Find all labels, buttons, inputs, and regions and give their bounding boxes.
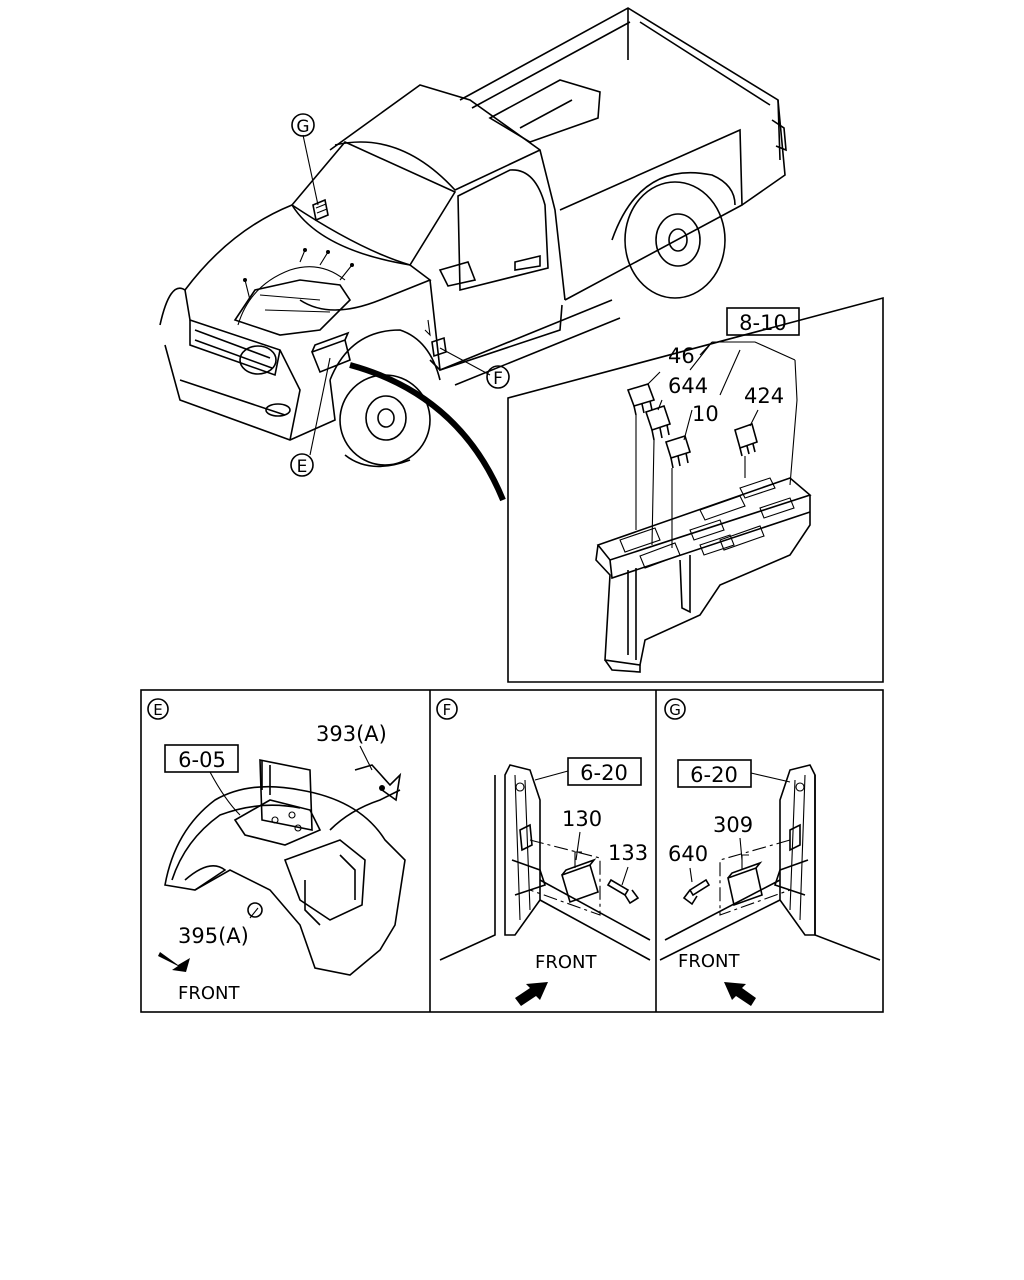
detail-g: G 6-20 309 640 FRONT bbox=[659, 698, 881, 1006]
detail-e-front-label: FRONT bbox=[178, 983, 240, 1004]
callout-g[interactable]: G bbox=[291, 113, 315, 137]
detail-e: E 6-05 393(A) 395(A) FRONT bbox=[147, 698, 406, 1004]
part-133-bolt[interactable] bbox=[606, 878, 640, 905]
detail-f-front-arrow bbox=[515, 982, 548, 1006]
part-309-label[interactable]: 309 bbox=[713, 813, 753, 837]
relay-box[interactable] bbox=[595, 477, 812, 673]
relay-424[interactable] bbox=[734, 422, 758, 457]
part-10-label[interactable]: 10 bbox=[692, 402, 719, 426]
callout-f[interactable]: F bbox=[486, 365, 510, 389]
part-393a-label[interactable]: 393(A) bbox=[316, 722, 387, 746]
relay-group-ref[interactable]: 8-10 bbox=[739, 311, 787, 335]
detail-g-front-arrow bbox=[724, 982, 756, 1006]
detail-g-tag: G bbox=[669, 701, 681, 719]
part-424-label[interactable]: 424 bbox=[744, 384, 784, 408]
detail-f-front-label: FRONT bbox=[535, 952, 597, 973]
relay-group-ref-box bbox=[726, 307, 800, 336]
callout-e-label: E bbox=[297, 457, 308, 477]
detail-frames bbox=[140, 689, 884, 1013]
detail-e-front-arrow bbox=[158, 952, 190, 972]
part-46-label[interactable]: 46 bbox=[668, 344, 695, 368]
callout-f-label: F bbox=[493, 369, 503, 389]
relay-panel-detail: 8-10 46 644 10 424 bbox=[507, 296, 884, 683]
part-133-label[interactable]: 133 bbox=[608, 841, 648, 865]
part-640-bolt[interactable] bbox=[682, 878, 711, 906]
detail-f-tag: F bbox=[443, 701, 452, 719]
detail-f-group-ref[interactable]: 6-20 bbox=[580, 761, 628, 785]
pickup-truck-illustration bbox=[159, 7, 787, 502]
part-395a-label[interactable]: 395(A) bbox=[178, 924, 249, 948]
relay-46[interactable] bbox=[626, 383, 656, 416]
detail-g-group-ref[interactable]: 6-20 bbox=[690, 763, 738, 787]
part-644-label[interactable]: 644 bbox=[668, 374, 708, 398]
relay-10[interactable] bbox=[664, 434, 692, 469]
part-309-relay[interactable] bbox=[727, 854, 763, 907]
part-130-label[interactable]: 130 bbox=[562, 807, 602, 831]
callout-e[interactable]: E bbox=[290, 453, 314, 477]
detail-e-tag: E bbox=[153, 701, 162, 719]
detail-f: F 6-20 130 133 FRONT bbox=[436, 698, 651, 1006]
part-640-label[interactable]: 640 bbox=[668, 842, 708, 866]
detail-e-ref-box bbox=[164, 744, 239, 773]
callout-g-label: G bbox=[296, 117, 309, 137]
part-130-relay[interactable] bbox=[561, 851, 599, 904]
detail-g-front-label: FRONT bbox=[678, 951, 740, 972]
detail-e-group-ref[interactable]: 6-05 bbox=[178, 748, 226, 772]
relay-644[interactable] bbox=[644, 404, 672, 441]
